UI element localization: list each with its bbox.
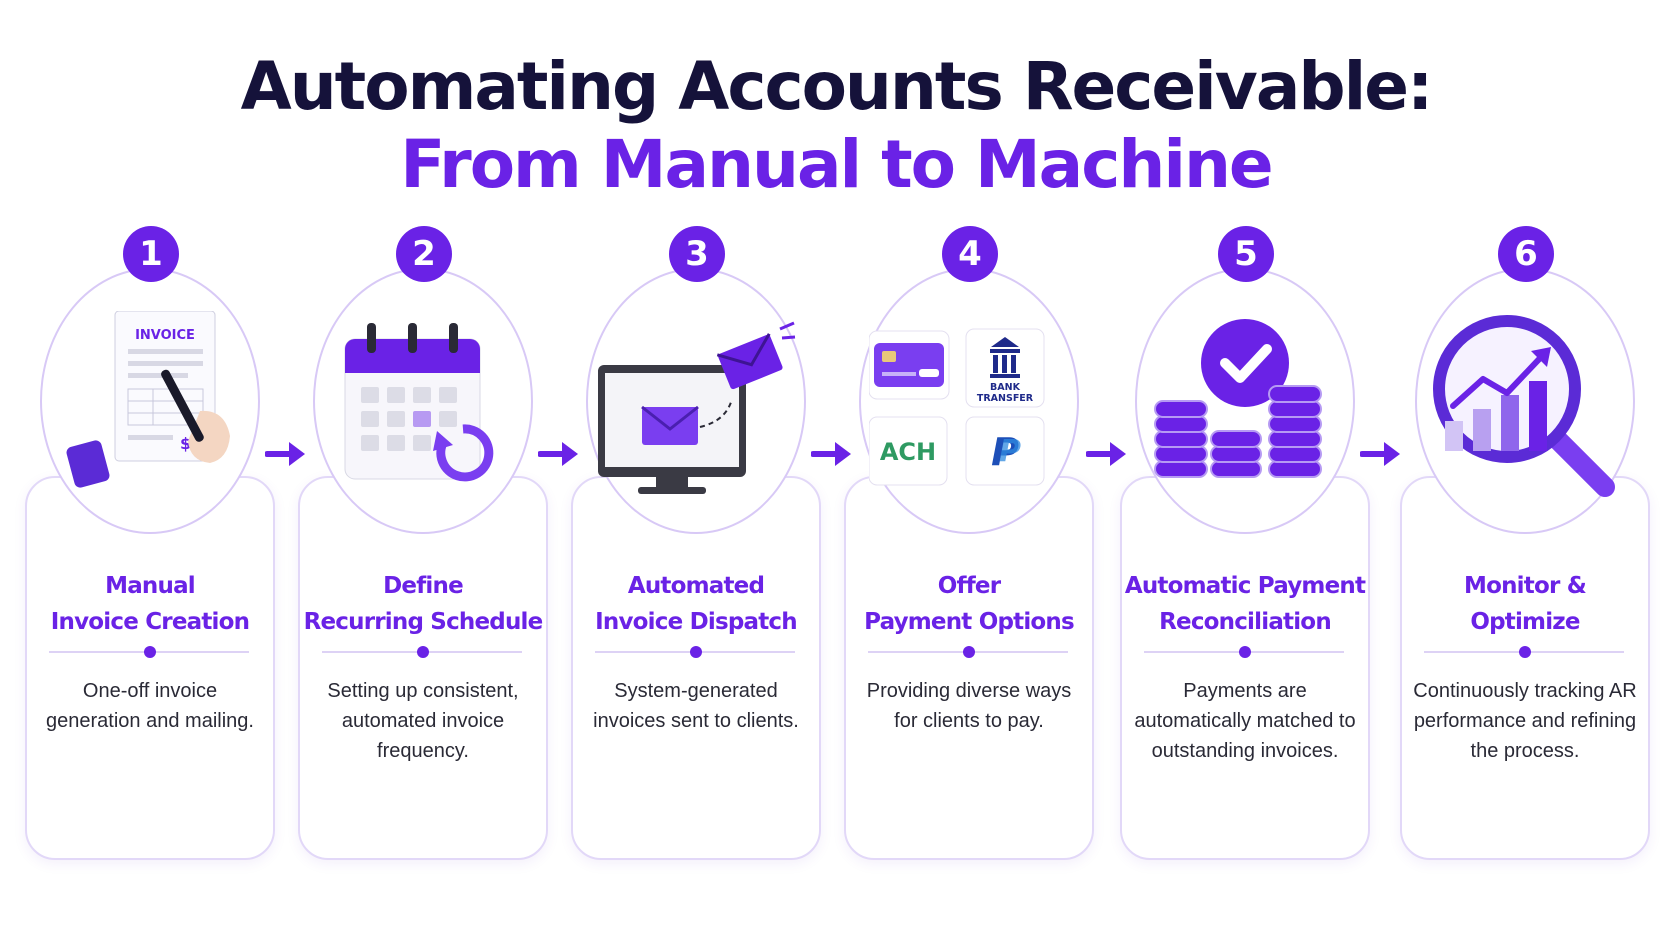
step-card (1120, 476, 1370, 860)
page-title: Automating Accounts Receivable: (240, 48, 1434, 125)
email-dispatch-icon (598, 321, 796, 494)
invoice-icon: INVOICE $ (66, 311, 230, 488)
step-title-line2: Invoice Creation (50, 609, 250, 635)
step-card (25, 476, 275, 860)
divider-dot (417, 646, 429, 658)
step-title: Automatic Payment Reconciliation (1120, 568, 1370, 640)
step-title-line1: Define (383, 573, 464, 599)
step-description: Continuously tracking AR performance and… (1413, 680, 1637, 762)
divider-dot (144, 646, 156, 658)
bank-label-line1: BANK (990, 382, 1021, 393)
arrow-right-icon (538, 442, 578, 466)
step-title: Automated Invoice Dispatch (571, 568, 821, 640)
step-description: Payments are automatically matched to ou… (1134, 680, 1356, 762)
step-1: 1 INVOICE $ Manual Invoice Creation One-… (25, 226, 275, 860)
step-number-badge: 4 (942, 226, 998, 282)
step-title-line1: Monitor & (1464, 573, 1587, 599)
step-title-line2: Optimize (1470, 609, 1580, 635)
step-card (298, 476, 548, 860)
divider-dot (963, 646, 975, 658)
step-description: One-off invoice generation and mailing. (46, 680, 254, 732)
bank-label-line2: TRANSFER (977, 393, 1034, 404)
page-subtitle: From Manual to Machine (400, 126, 1273, 203)
step-4: 4 BANK TRANSFER ACH P P Offer Payment Op… (844, 226, 1094, 860)
arrow-right-icon (1086, 442, 1126, 466)
step-title-line2: Reconciliation (1159, 609, 1332, 635)
step-6: 6 Monitor & Optimize Continuously tracki… (1400, 226, 1650, 860)
divider-dot (1239, 646, 1251, 658)
step-title: Offer Payment Options (844, 568, 1094, 640)
step-title-line1: Automatic Payment (1124, 573, 1366, 599)
step-number-badge: 2 (396, 226, 452, 282)
calendar-icon (344, 323, 494, 482)
arrow-right-icon (1360, 442, 1400, 466)
svg-text:P: P (991, 430, 1019, 474)
step-title-line2: Payment Options (864, 609, 1075, 635)
step-3: 3 Automated Invoice Dispatch System-gene… (571, 226, 821, 860)
step-title: Monitor & Optimize (1400, 568, 1650, 640)
divider-dot (690, 646, 702, 658)
step-number-badge: 6 (1498, 226, 1554, 282)
step-card (1400, 476, 1650, 860)
divider-dot (1519, 646, 1531, 658)
step-description: Setting up consistent, automated invoice… (327, 680, 519, 762)
analytics-icon (1433, 315, 1615, 497)
step-title-line1: Offer (937, 573, 1001, 599)
svg-text:$: $ (180, 434, 191, 453)
invoice-label: INVOICE (135, 328, 195, 343)
step-number-badge: 3 (669, 226, 725, 282)
reconciliation-icon (1154, 319, 1322, 478)
arrow-right-icon (811, 442, 851, 466)
ach-label: ACH (880, 438, 936, 466)
step-title: Define Recurring Schedule (298, 568, 548, 640)
step-card (844, 476, 1094, 860)
step-description: Providing diverse ways for clients to pa… (866, 680, 1072, 732)
step-5: 5 Automatic Payment Reconciliation Payme… (1120, 226, 1370, 860)
payment-options-icon: BANK TRANSFER ACH P P (869, 328, 1045, 486)
step-title-line2: Invoice Dispatch (595, 609, 798, 635)
step-title-line1: Automated (627, 573, 765, 599)
step-number-badge: 1 (123, 226, 179, 282)
step-title-line1: Manual (105, 573, 196, 599)
step-title-line2: Recurring Schedule (303, 609, 544, 635)
step-2: 2 Define Recurring Schedule Setting up c… (298, 226, 548, 860)
svg-text:P: P (999, 434, 1021, 469)
step-card (571, 476, 821, 860)
step-title: Manual Invoice Creation (25, 568, 275, 640)
step-description: System-generated invoices sent to client… (593, 680, 799, 732)
arrow-right-icon (265, 442, 305, 466)
step-number-badge: 5 (1218, 226, 1274, 282)
